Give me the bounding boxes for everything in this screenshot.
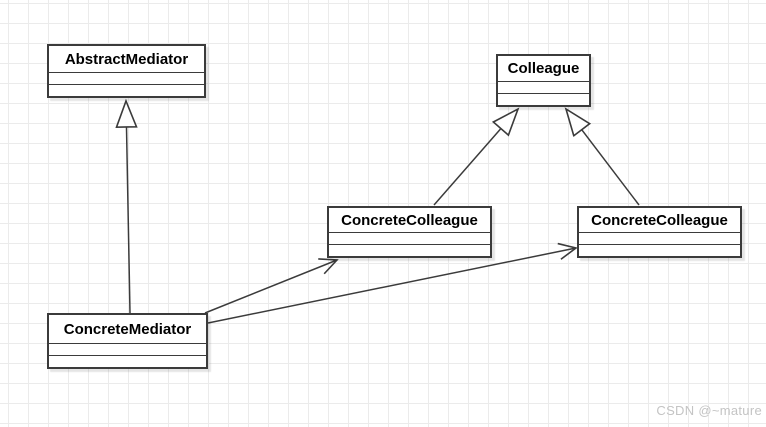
edge-associate-colleague-left [204, 258, 339, 314]
class-box-concrete-colleague-right: ConcreteColleague [577, 206, 742, 258]
attributes-compartment [49, 343, 206, 355]
edge-generalize-colleague-right [566, 109, 640, 206]
class-name-label: ConcreteColleague [341, 211, 478, 229]
methods-compartment [49, 84, 204, 96]
attributes-compartment [329, 232, 490, 244]
class-box-concrete-mediator: ConcreteMediator [47, 313, 208, 369]
attributes-compartment [579, 232, 740, 244]
edge-generalize-mediator [126, 101, 130, 314]
class-box-colleague: Colleague [496, 54, 591, 107]
edge-associate-colleague-right [207, 242, 578, 324]
methods-compartment [498, 93, 589, 105]
attributes-compartment [49, 72, 204, 84]
class-name-label: AbstractMediator [64, 50, 189, 68]
class-box-concrete-colleague-left: ConcreteColleague [327, 206, 492, 258]
attributes-compartment [498, 81, 589, 93]
class-box-abstract-mediator: AbstractMediator [47, 44, 206, 98]
class-name-label: ConcreteMediator [63, 320, 192, 338]
methods-compartment [579, 244, 740, 256]
methods-compartment [49, 355, 206, 367]
watermark: CSDN @~mature [656, 403, 762, 418]
class-name-label: ConcreteColleague [591, 211, 728, 229]
edge-generalize-colleague-left [433, 109, 518, 206]
methods-compartment [329, 244, 490, 256]
class-name-label: Colleague [507, 60, 580, 77]
